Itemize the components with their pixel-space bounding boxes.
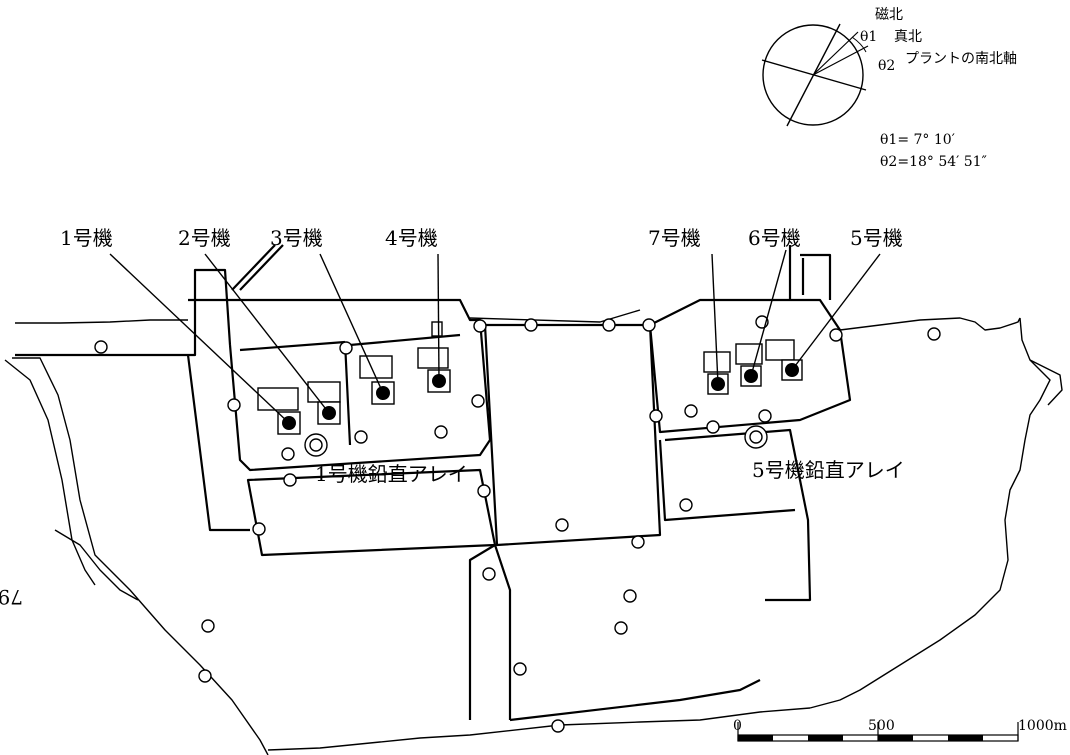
compass-true-north-line [812,45,869,76]
observation-point [551,719,565,733]
observation-point [829,328,843,342]
observation-point [198,669,212,683]
compass: 磁北 θ1 真北 θ2 プラントの南北軸 θ1= 7° 10′ θ2=18° 5… [761,7,1017,170]
observation-point [684,404,698,418]
building-unit5-turbine [765,339,795,361]
observation-point [281,447,295,461]
observation-point [513,662,527,676]
observation-point [602,318,616,332]
observation-point [649,409,663,423]
theta2-label: θ2 [878,58,895,74]
observation-point [631,535,645,549]
observation-point [201,619,215,633]
label-vertical-array-unit5: 5号機鉛直アレイ [752,458,905,482]
observation-point [471,394,485,408]
building-unit1-turbine [257,387,299,411]
road-south-diag [468,544,512,720]
side-label: 79 [0,585,23,609]
road-site1-south [186,354,250,532]
scale-bar-seg-1 [738,735,773,741]
pointer-unit4 [437,253,440,382]
observation-point [679,498,693,512]
label-unit3: 3号機 [270,226,323,250]
observation-point [252,522,266,536]
scale-label-mid: 500 [868,718,895,734]
observation-point [473,319,487,333]
plant-axis-label: プラントの南北軸 [905,51,1017,67]
observation-point [642,318,656,332]
observation-point [482,567,496,581]
vertical-array-unit5 [744,425,768,449]
magnetic-north-label: 磁北 [875,7,903,23]
true-north-label: 真北 [894,29,922,45]
road-site1-perimeter [188,298,492,472]
label-unit5: 5号機 [850,226,903,250]
pointer-unit7 [711,253,719,385]
west-coast [12,357,269,755]
observation-points [94,315,941,733]
unit-pointers [109,249,881,424]
vertical-arrays [304,425,768,457]
theta1-label: θ1 [860,29,877,45]
theta1-value: θ1= 7° 10′ [880,132,955,148]
observation-point [283,473,297,487]
coastline [4,309,1063,755]
west-peninsula [54,529,139,601]
west-coast-inner [4,359,96,586]
pointer-unit5 [791,253,881,371]
observation-point [339,341,353,355]
label-unit7: 7号機 [648,226,701,250]
observation-point [434,425,448,439]
observation-point [758,409,772,423]
observation-point [354,430,368,444]
scale-label-zero: 0 [733,718,742,734]
building-unit4-turbine [417,347,449,369]
building-unit4-annex [431,321,443,337]
observation-point [623,589,637,603]
south-coast [267,707,811,751]
scale-bar-seg-3 [808,735,843,741]
scale-bar: 0 500 1000m [733,718,1067,742]
road-south-east [509,679,761,722]
theta2-value: θ2=18° 54′ 51″ [880,154,987,170]
observation-point [227,398,241,412]
unit-labels: 1号機 2号機 3号機 4号機 7号機 6号機 5号機 [60,226,903,250]
observation-point [706,420,720,434]
north-coast [15,309,1021,331]
label-vertical-array-unit1: 1号機鉛直アレイ [315,462,468,486]
scale-bar-seg-5 [878,735,913,741]
scale-label-max: 1000m [1018,718,1067,734]
compass-magnetic-north-line [812,31,859,76]
road-site5-perimeter [648,298,852,434]
pointer-unit1 [109,253,290,424]
observation-point [524,318,538,332]
label-unit4: 4号機 [385,226,438,250]
label-unit1: 1号機 [60,226,113,250]
compass-circle [762,24,864,126]
road-north-left [15,268,232,357]
pointer-unit3 [319,253,384,394]
pointer-unit2 [204,253,330,414]
observation-point [927,327,941,341]
vertical-array-unit1 [304,433,328,457]
building-unit6-turbine [735,343,763,365]
compass-angle-arc [851,36,867,53]
road-block-c [658,439,796,522]
east-coast-inner [1029,359,1063,406]
observation-point [614,621,628,635]
scale-bar-seg-7 [948,735,983,741]
road-ramp-1 [231,244,284,291]
pointer-unit6 [750,249,787,377]
label-unit6: 6号機 [748,226,801,250]
observation-point [477,484,491,498]
road-block-b [483,323,662,547]
east-coast [809,317,1051,709]
observation-point [94,340,108,354]
label-unit2: 2号機 [178,226,231,250]
observation-point [555,518,569,532]
road-pier-5 [800,253,832,300]
building-unit3-turbine [359,355,393,379]
